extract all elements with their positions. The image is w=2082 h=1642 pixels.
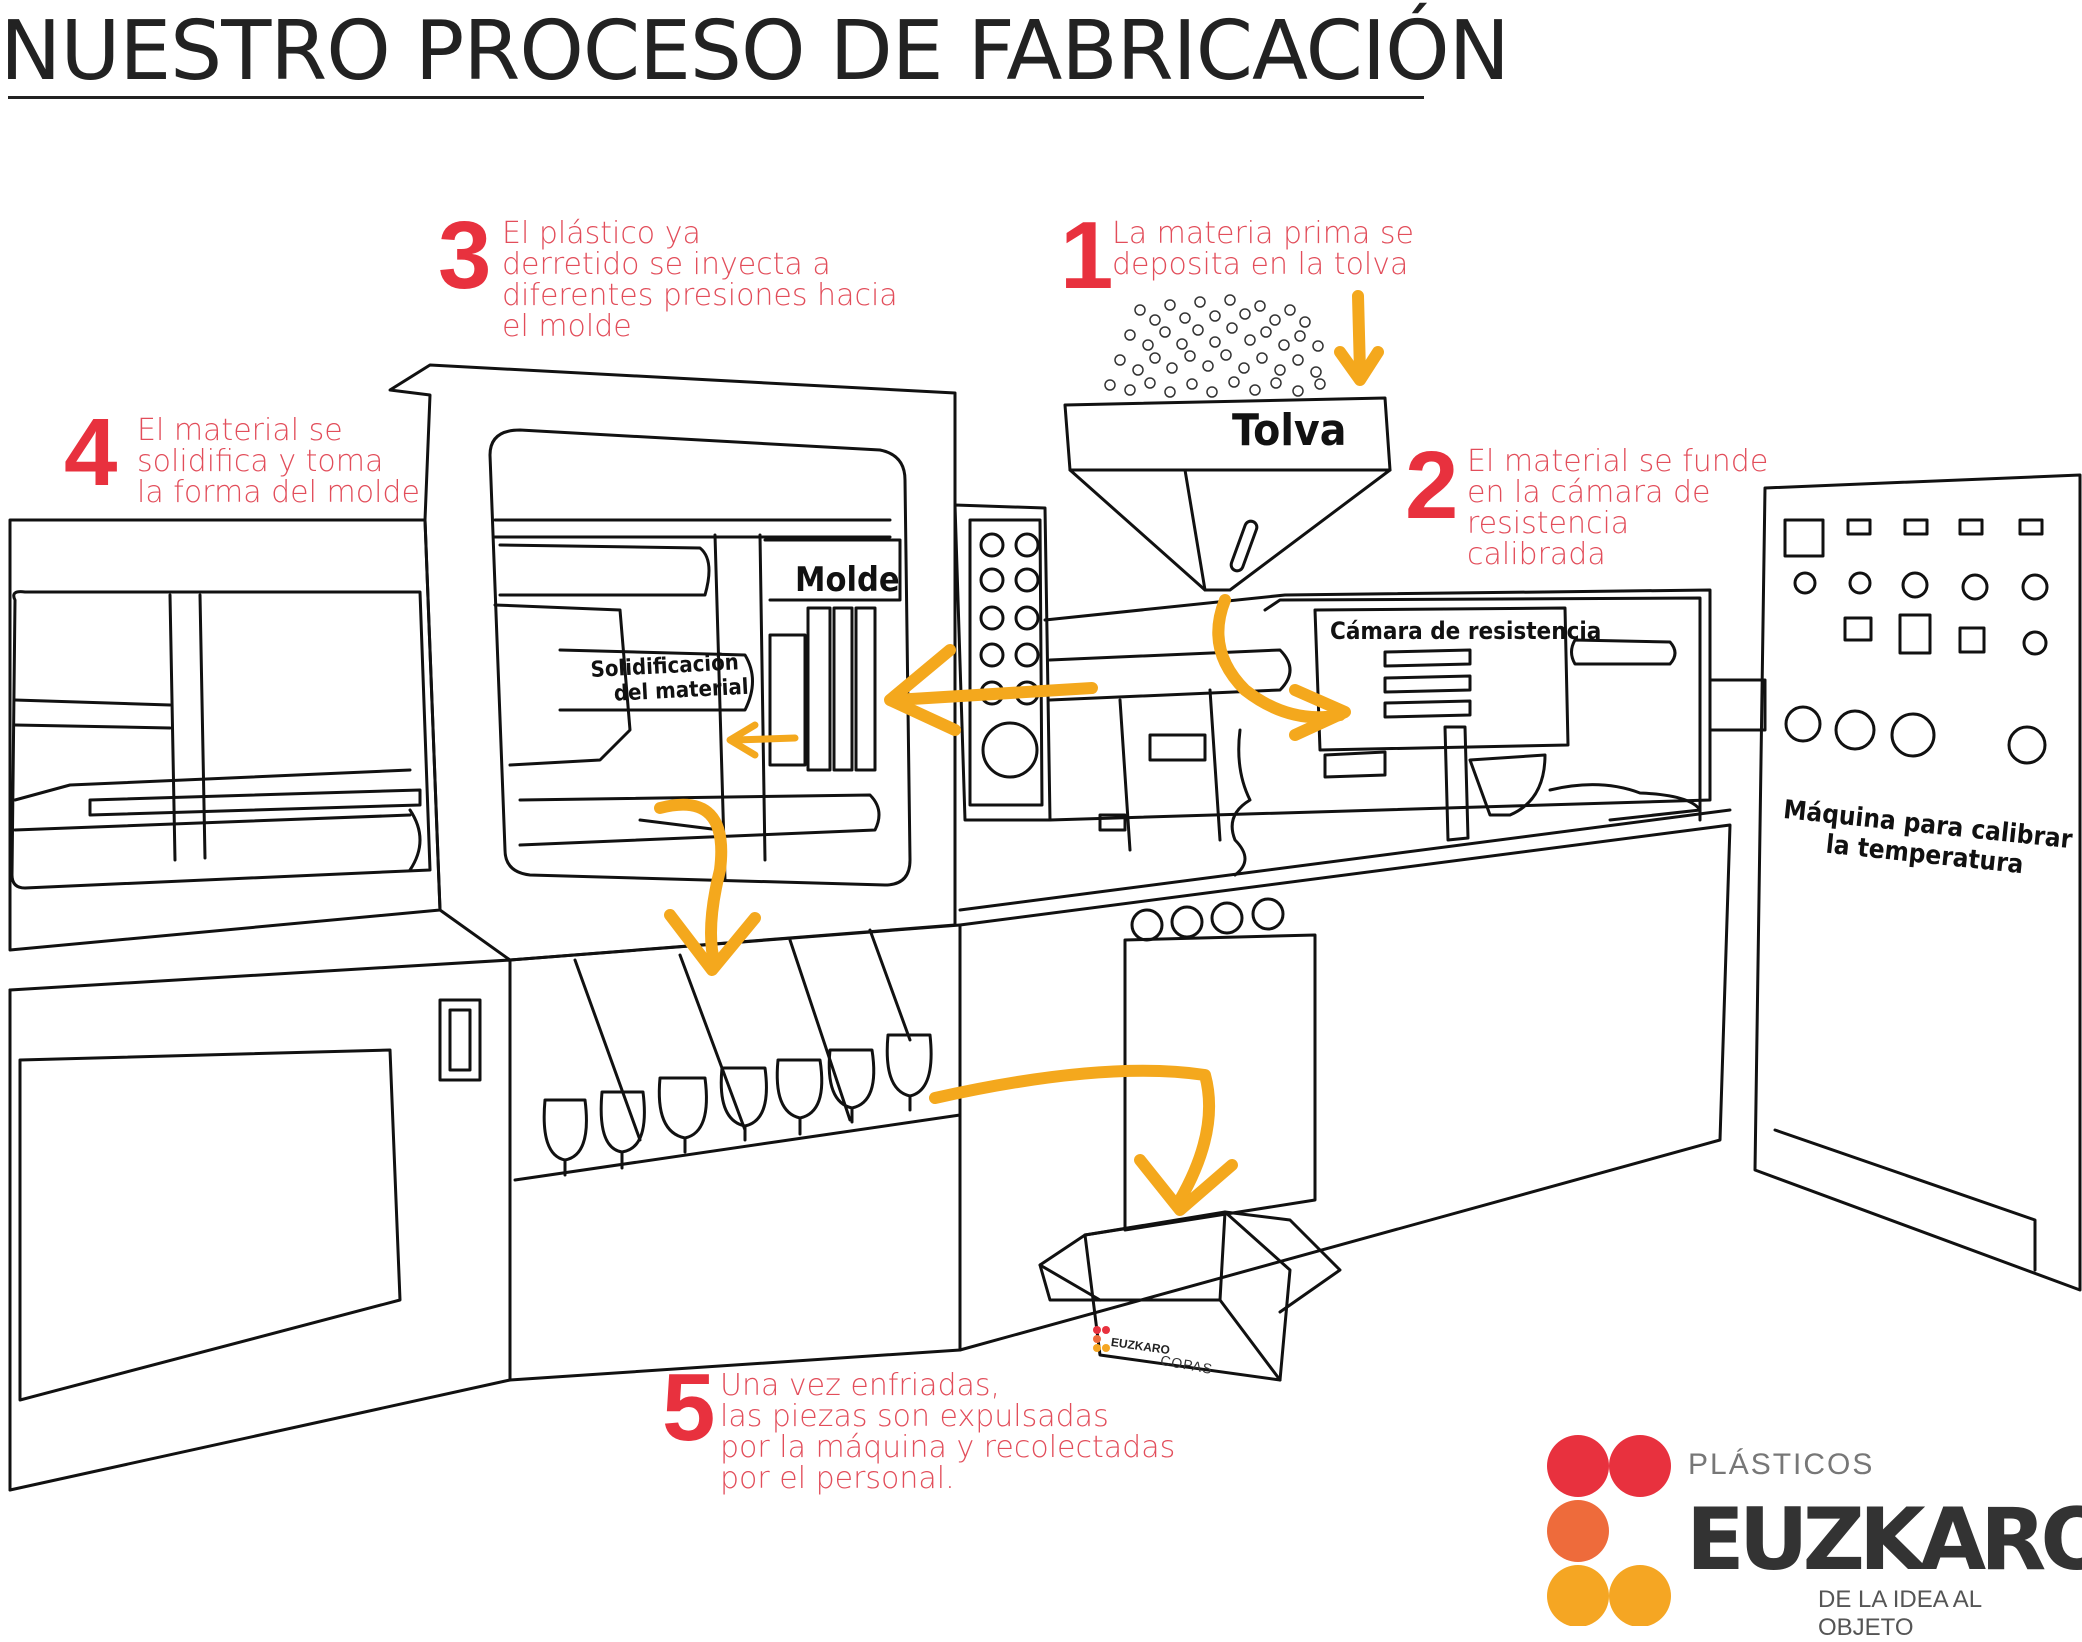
wine-glasses bbox=[542, 1033, 933, 1177]
step-line: solidifica y toma bbox=[137, 444, 384, 479]
page-title: NUESTRO PROCESO DE FABRICACIÓN bbox=[0, 4, 1510, 99]
step-line: calibrada bbox=[1467, 537, 1606, 572]
brand-tagline-top: PLÁSTICOS bbox=[1688, 1448, 1875, 1481]
step-description: La materia prima se deposita en la tolva bbox=[1112, 218, 1414, 280]
brand-logo-dots bbox=[1547, 1435, 1671, 1626]
barrel-assembly bbox=[1043, 588, 1767, 877]
step-line: El material se funde bbox=[1467, 444, 1769, 479]
hopper bbox=[1063, 396, 1392, 592]
step-line: el molde bbox=[502, 309, 632, 344]
label-camara: Cámara de resistencia bbox=[1330, 617, 1602, 645]
clamp-unit bbox=[8, 518, 442, 952]
step-line: la forma del molde bbox=[137, 475, 420, 510]
step-line: El plástico ya bbox=[502, 216, 701, 251]
step-number: 5 bbox=[662, 1354, 716, 1461]
step-number: 4 bbox=[64, 399, 118, 506]
temperature-cabinet bbox=[1753, 473, 2082, 1292]
step-description: El material se solidifica y toma la form… bbox=[137, 415, 420, 508]
brand-slogan: DE LA IDEA AL OBJETO bbox=[1818, 1586, 1982, 1641]
arrow-step-2 bbox=[1212, 594, 1346, 724]
arrow-step-3 bbox=[889, 682, 1098, 706]
title-divider bbox=[8, 96, 1424, 99]
step-description: Una vez enfriadas, las piezas son expuls… bbox=[720, 1370, 1175, 1494]
control-column bbox=[953, 503, 1052, 822]
step-line: en la cámara de bbox=[1467, 475, 1711, 510]
arrow-step-4 bbox=[731, 734, 799, 744]
label-molde: Molde bbox=[795, 560, 900, 600]
process-arrows bbox=[654, 290, 1384, 1216]
glass-collection-area bbox=[542, 928, 933, 1177]
machine-base-right bbox=[958, 808, 1732, 1352]
injection-frame bbox=[388, 363, 957, 962]
step-description: El plástico ya derretido se inyecta a di… bbox=[502, 218, 898, 342]
brand-name: EUZKARO bbox=[1686, 1490, 2082, 1590]
step-line: La materia prima se bbox=[1112, 216, 1414, 251]
step-number: 1 bbox=[1060, 202, 1114, 309]
arrow-step-5 bbox=[929, 1064, 1216, 1206]
arrow-step-1 bbox=[1352, 290, 1366, 378]
step-line: diferentes presiones hacia bbox=[502, 278, 898, 313]
step-line: derretido se inyecta a bbox=[502, 247, 831, 282]
step-line: resistencia bbox=[1467, 506, 1630, 541]
label-solidificacion: Solidificación del material bbox=[590, 650, 749, 708]
box-logo-dots bbox=[1093, 1326, 1110, 1352]
step-line: deposita en la tolva bbox=[1112, 247, 1409, 282]
arrow-to-glasses bbox=[654, 798, 728, 971]
step-number: 3 bbox=[438, 202, 492, 309]
label-tolva: Tolva bbox=[1232, 405, 1347, 456]
step-line: las piezas son expulsadas bbox=[720, 1399, 1109, 1434]
collection-box bbox=[1038, 1210, 1342, 1382]
step-number: 2 bbox=[1405, 432, 1459, 539]
step-line: por el personal. bbox=[720, 1461, 955, 1496]
step-description: El material se funde en la cámara de res… bbox=[1467, 446, 1768, 570]
raw-material-pellets bbox=[1104, 294, 1326, 398]
step-line: por la máquina y recolectadas bbox=[720, 1430, 1176, 1465]
step-line: El material se bbox=[137, 413, 343, 448]
step-line: Una vez enfriadas, bbox=[720, 1368, 1001, 1403]
